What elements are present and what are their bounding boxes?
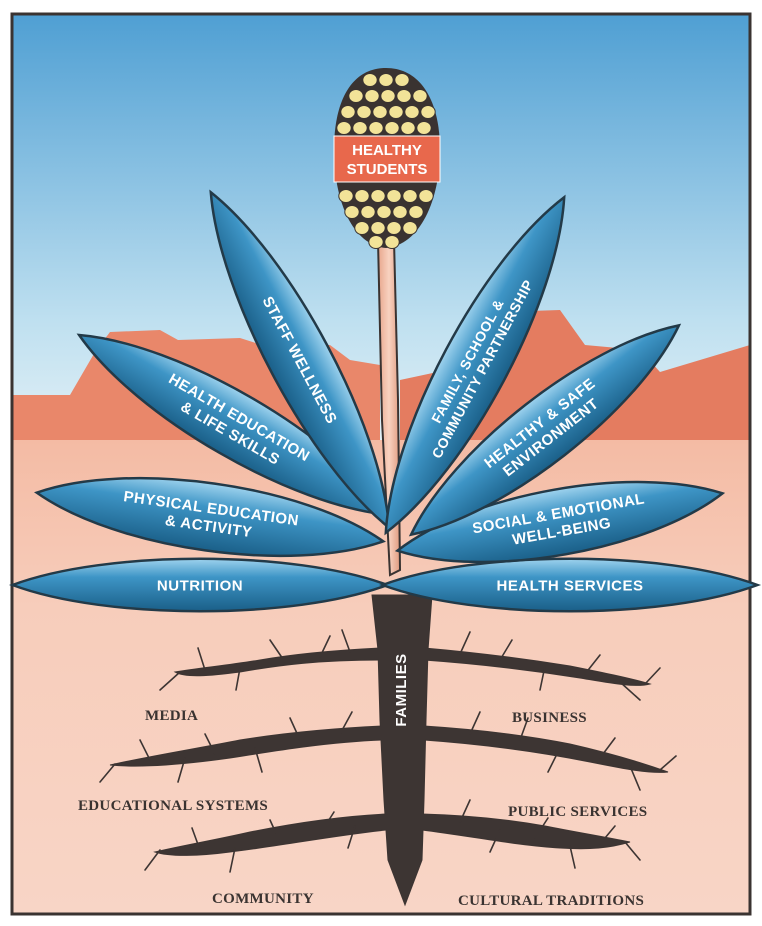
flower-cell bbox=[339, 190, 353, 203]
flower-cell bbox=[395, 74, 409, 87]
flower-cell bbox=[387, 190, 401, 203]
root-label-cultural-traditions: CULTURAL TRADITIONS bbox=[458, 893, 644, 909]
flower-cell bbox=[413, 90, 427, 103]
flower-cell bbox=[389, 106, 403, 119]
root-label-public-services: PUBLIC SERVICES bbox=[508, 804, 647, 820]
flower-cell bbox=[369, 236, 383, 249]
flower-cell bbox=[403, 190, 417, 203]
flower-label-line2: STUDENTS bbox=[347, 161, 428, 178]
flower-cell bbox=[417, 122, 431, 135]
flower-cell bbox=[405, 106, 419, 119]
flower-cell bbox=[403, 222, 417, 235]
flower-cell bbox=[421, 106, 435, 119]
flower-cell bbox=[345, 206, 359, 219]
flower-cell bbox=[401, 122, 415, 135]
flower-cell bbox=[409, 206, 423, 219]
flower-cell bbox=[385, 236, 399, 249]
trunk-label: FAMILIES bbox=[393, 653, 410, 726]
flower-cell bbox=[385, 122, 399, 135]
flower-cell bbox=[397, 90, 411, 103]
flower-cell bbox=[377, 206, 391, 219]
flower-cell bbox=[393, 206, 407, 219]
flower-cell bbox=[355, 222, 369, 235]
leaf-label: NUTRITION bbox=[157, 577, 243, 594]
flower-cell bbox=[371, 190, 385, 203]
flower-cell bbox=[381, 90, 395, 103]
flower-cell bbox=[379, 74, 393, 87]
flower-cell bbox=[365, 90, 379, 103]
root-label-community: COMMUNITY bbox=[212, 891, 314, 907]
root-label-educational-systems: EDUCATIONAL SYSTEMS bbox=[78, 798, 268, 814]
flower-label-line1: HEALTHY bbox=[352, 142, 422, 159]
flower-cell bbox=[387, 222, 401, 235]
flower-cell bbox=[363, 74, 377, 87]
flower-cell bbox=[341, 106, 355, 119]
leaf-label: HEALTH SERVICES bbox=[497, 577, 644, 594]
flower-cell bbox=[349, 90, 363, 103]
flower-cell bbox=[373, 106, 387, 119]
root-label-media: MEDIA bbox=[145, 708, 198, 724]
flower-cell bbox=[361, 206, 375, 219]
flower-cell bbox=[355, 190, 369, 203]
root-label-business: BUSINESS bbox=[512, 710, 587, 726]
flower-cell bbox=[353, 122, 367, 135]
flower-cell bbox=[369, 122, 383, 135]
flower-cell bbox=[357, 106, 371, 119]
flower-cell bbox=[419, 190, 433, 203]
flower-cell bbox=[337, 122, 351, 135]
flower-cell bbox=[371, 222, 385, 235]
